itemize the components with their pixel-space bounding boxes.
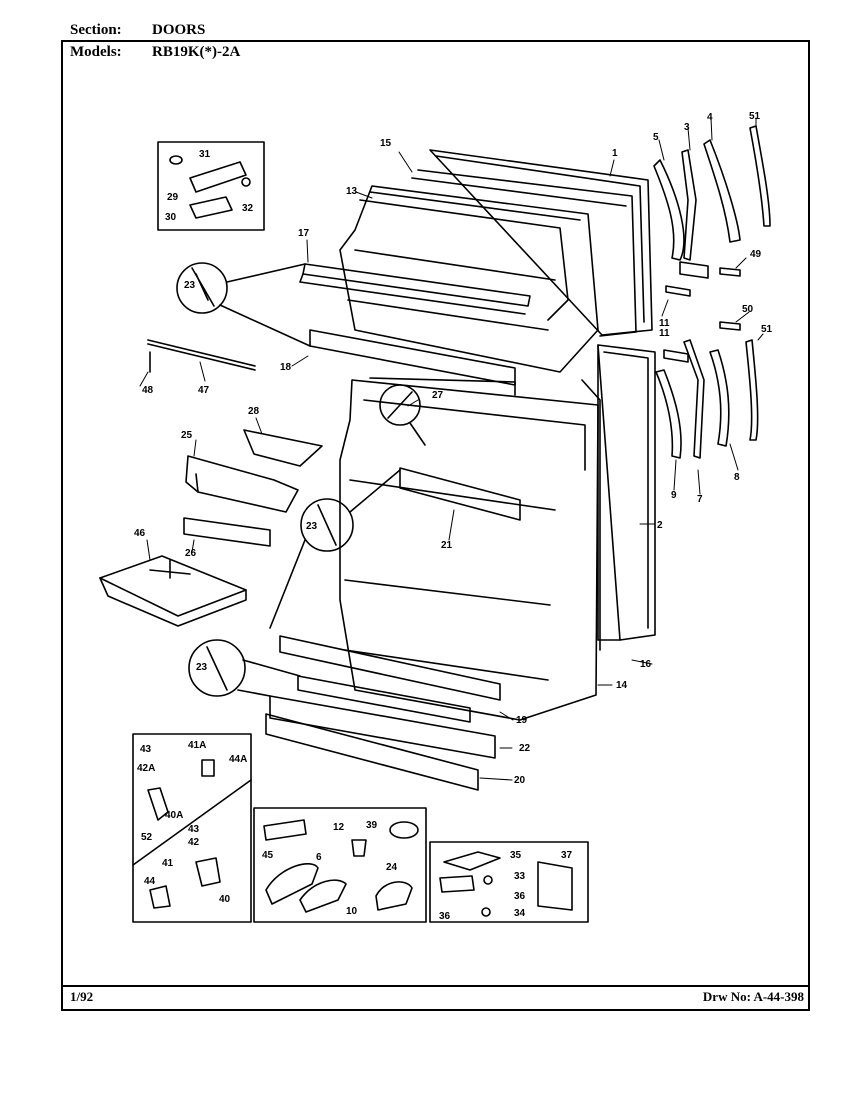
callout-23-top: 23 bbox=[184, 280, 196, 291]
freezer-shelf-rail-upper bbox=[299, 263, 531, 315]
freezer-door-liner bbox=[339, 185, 599, 373]
callout-18: 18 bbox=[280, 362, 292, 373]
callout-14: 14 bbox=[616, 680, 628, 691]
callout-6: 6 bbox=[316, 852, 322, 863]
inset-box-middle bbox=[253, 807, 427, 923]
callout-51-top: 51 bbox=[749, 111, 761, 122]
callout-36-right: 36 bbox=[514, 891, 526, 902]
callout-24: 24 bbox=[386, 862, 398, 873]
callout-29: 29 bbox=[167, 192, 179, 203]
handle-parts-lower bbox=[655, 267, 759, 459]
callout-48-left: 48 bbox=[142, 385, 154, 396]
egg-tray-46 bbox=[99, 555, 247, 627]
hinge-inset bbox=[157, 141, 265, 231]
callout-12: 12 bbox=[333, 822, 345, 833]
callout-50: 50 bbox=[742, 304, 754, 315]
rod-47 bbox=[147, 339, 256, 373]
callout-1: 1 bbox=[612, 148, 618, 159]
door-shelf-21 bbox=[399, 467, 521, 521]
callout-34: 34 bbox=[514, 908, 526, 919]
footer-drawing-number: Drw No: A-44-398 bbox=[702, 989, 804, 1004]
callout-49: 49 bbox=[750, 249, 762, 260]
callout-33: 33 bbox=[514, 871, 526, 882]
callout-42: 42 bbox=[188, 837, 200, 848]
models-value: RB19K(*)-2A bbox=[152, 44, 241, 60]
dairy-cover-28 bbox=[243, 429, 323, 467]
callout-30: 30 bbox=[165, 212, 177, 223]
callout-8: 8 bbox=[734, 472, 740, 483]
freezer-shelf-rail-lower bbox=[309, 329, 516, 386]
callout-42a: 42A bbox=[137, 763, 155, 774]
leader-lines bbox=[139, 117, 764, 781]
fresh-food-door-panel bbox=[581, 344, 656, 651]
detail-23-bottom bbox=[188, 639, 301, 697]
callout-35: 35 bbox=[510, 850, 522, 861]
callout-15: 15 bbox=[380, 138, 392, 149]
callout-13: 13 bbox=[346, 186, 358, 197]
dairy-bin-25 bbox=[183, 455, 299, 547]
lower-rails bbox=[265, 635, 501, 791]
callout-26: 26 bbox=[185, 548, 197, 559]
callout-16: 16 bbox=[640, 659, 652, 670]
models-label: Models: bbox=[70, 44, 122, 60]
callout-36-left: 36 bbox=[439, 911, 451, 922]
detail-23-top bbox=[176, 262, 311, 347]
section-label: Section: bbox=[70, 22, 122, 38]
callout-5: 5 bbox=[653, 132, 659, 143]
callout-10: 10 bbox=[346, 906, 358, 917]
footer-date: 1/92 bbox=[70, 989, 94, 1004]
callout-37: 37 bbox=[561, 850, 573, 861]
callout-19: 19 bbox=[516, 715, 528, 726]
callout-27: 27 bbox=[432, 390, 444, 401]
callout-28: 28 bbox=[248, 406, 260, 417]
callout-32: 32 bbox=[242, 203, 254, 214]
callout-20: 20 bbox=[514, 775, 526, 786]
detail-23-middle bbox=[269, 469, 401, 629]
callout-44: 44 bbox=[144, 876, 156, 887]
handle-parts-upper bbox=[653, 125, 771, 297]
callout-2: 2 bbox=[657, 520, 663, 531]
callout-43-top: 43 bbox=[140, 744, 152, 755]
callout-3: 3 bbox=[684, 122, 690, 133]
callout-44a: 44A bbox=[229, 754, 247, 765]
callout-41: 41 bbox=[162, 858, 174, 869]
callout-11-lower: 11 bbox=[659, 328, 670, 339]
callout-9: 9 bbox=[671, 490, 677, 501]
callout-23-middle: 23 bbox=[306, 521, 318, 532]
detail-27 bbox=[379, 384, 426, 446]
freezer-door-panel bbox=[411, 149, 653, 337]
callout-31: 31 bbox=[199, 149, 211, 160]
callout-22: 22 bbox=[519, 743, 531, 754]
callout-21: 21 bbox=[441, 540, 453, 551]
callout-23-bottom: 23 bbox=[196, 662, 208, 673]
callout-4: 4 bbox=[707, 112, 713, 123]
inset-box-left bbox=[132, 733, 252, 923]
callout-45: 45 bbox=[262, 850, 274, 861]
section-value: DOORS bbox=[152, 22, 206, 38]
callout-41a: 41A bbox=[188, 740, 206, 751]
callout-25: 25 bbox=[181, 430, 193, 441]
fresh-food-door-liner bbox=[339, 377, 599, 721]
callout-47: 47 bbox=[198, 385, 210, 396]
drawing-frame bbox=[61, 40, 810, 1011]
callout-46: 46 bbox=[134, 528, 146, 539]
callout-40a: 40A bbox=[165, 810, 183, 821]
callout-51-bottom: 51 bbox=[761, 324, 773, 335]
callout-43-bottom: 43 bbox=[188, 824, 200, 835]
callout-7: 7 bbox=[697, 494, 703, 505]
callout-17: 17 bbox=[298, 228, 310, 239]
callout-52: 52 bbox=[141, 832, 153, 843]
callout-labels: 1 2 3 4 5 6 7 8 9 10 11 11 12 13 14 15 1… bbox=[134, 111, 773, 922]
inset-box-right bbox=[429, 841, 589, 923]
callout-39: 39 bbox=[366, 820, 378, 831]
callout-11-upper: 11 bbox=[659, 318, 670, 329]
callout-40: 40 bbox=[219, 894, 231, 905]
footer-rule bbox=[61, 985, 810, 987]
